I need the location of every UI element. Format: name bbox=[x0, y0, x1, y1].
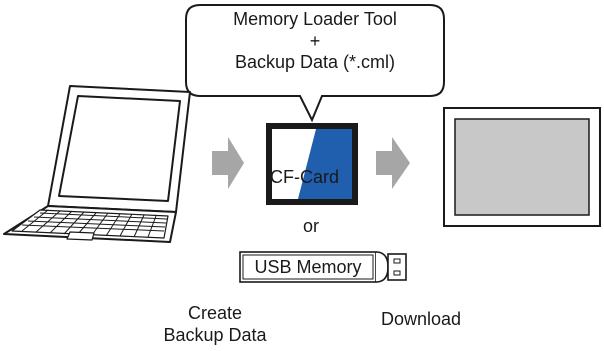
callout-line-2: + bbox=[309, 30, 321, 51]
usb-memory-label: USB Memory bbox=[254, 257, 362, 277]
or-label: or bbox=[302, 216, 319, 236]
usb-memory-icon bbox=[239, 251, 407, 283]
laptop-icon bbox=[3, 85, 191, 243]
create-line-1: Create bbox=[187, 303, 243, 323]
create-backup-label: Create Backup Data bbox=[150, 302, 280, 346]
arrow-right-icon bbox=[212, 137, 244, 189]
create-line-2: Backup Data bbox=[163, 325, 267, 345]
cf-card-label: CF-Card bbox=[270, 167, 340, 187]
callout-bubble bbox=[185, 4, 445, 123]
display-panel-icon bbox=[443, 107, 601, 227]
callout-text: Memory Loader Tool + Backup Data (*.cml) bbox=[190, 9, 440, 74]
callout-line-3: Backup Data (*.cml) bbox=[234, 52, 396, 72]
cf-card-icon bbox=[266, 123, 358, 205]
download-label: Download bbox=[380, 309, 462, 329]
arrow-right-icon bbox=[376, 137, 410, 189]
callout-line-1: Memory Loader Tool bbox=[233, 9, 397, 29]
